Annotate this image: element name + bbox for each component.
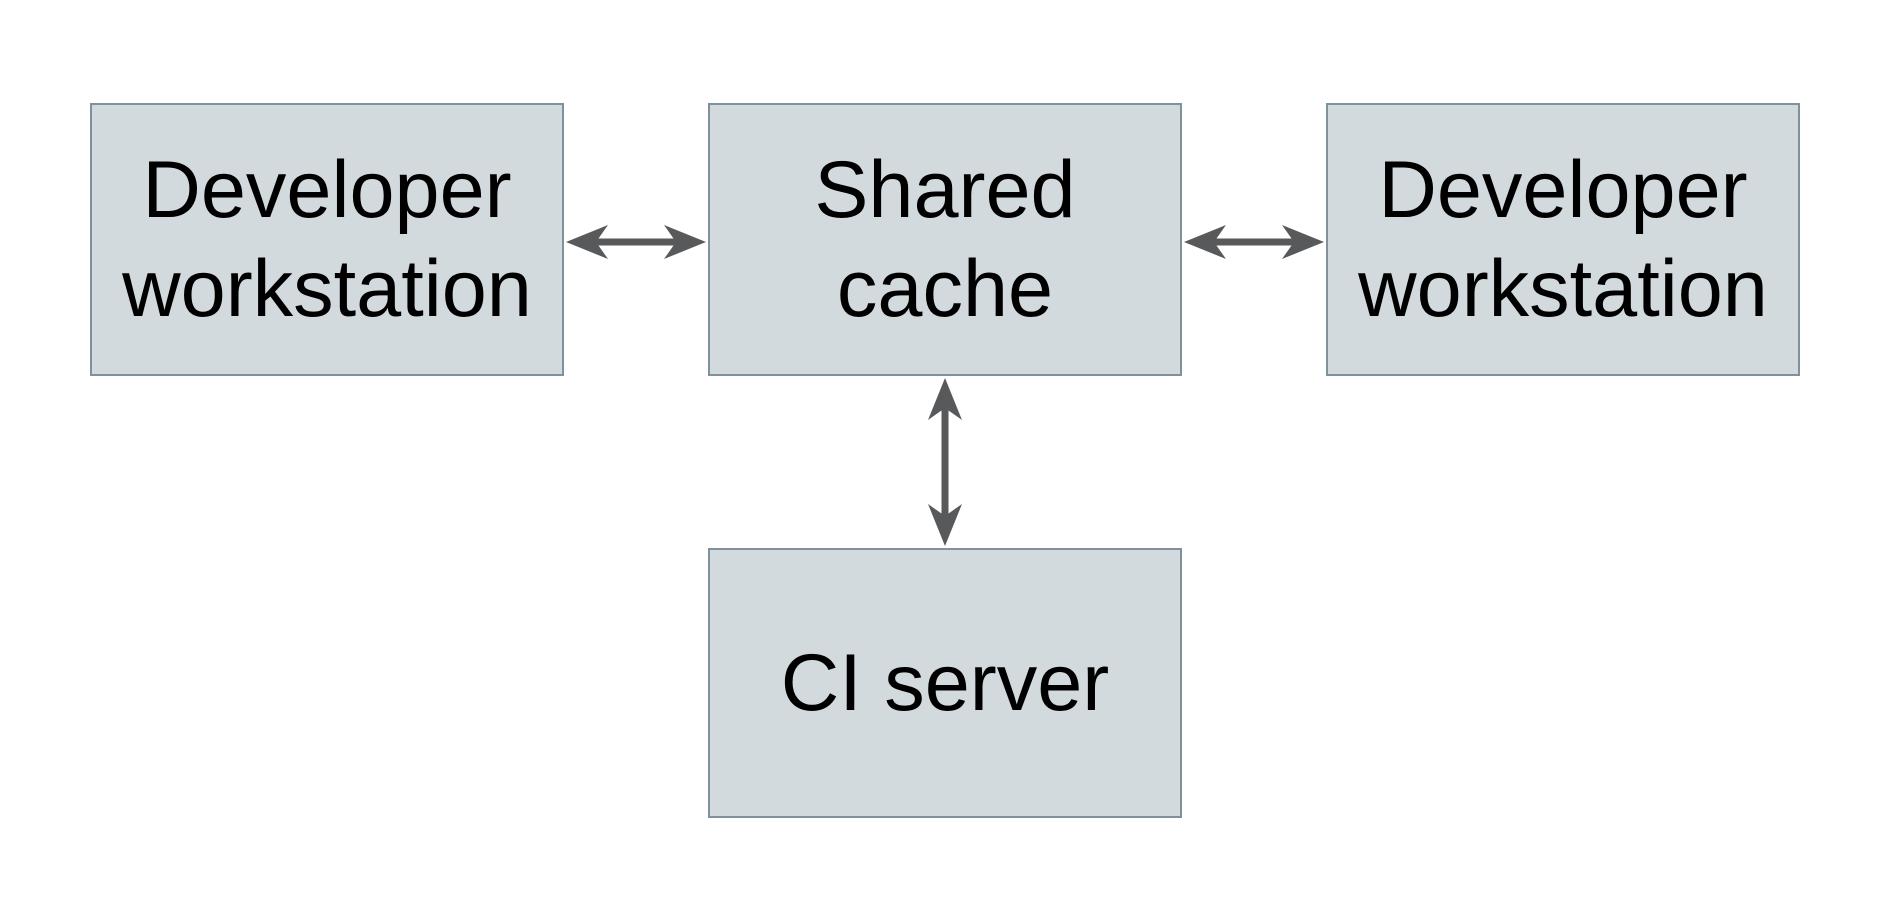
node-developer-workstation-left-label: Developer workstation xyxy=(122,144,532,334)
bidirectional-arrow-shared-cache-right-workstation xyxy=(1184,225,1324,259)
node-developer-workstation-right: Developer workstation xyxy=(1326,103,1800,376)
node-developer-workstation-left: Developer workstation xyxy=(90,103,564,376)
node-ci-server: CI server xyxy=(708,548,1182,818)
node-ci-server-label: CI server xyxy=(780,637,1110,728)
node-shared-cache-label: Shared cache xyxy=(814,144,1076,334)
bidirectional-arrow-shared-cache-ci-server xyxy=(928,378,962,546)
node-developer-workstation-right-label: Developer workstation xyxy=(1358,144,1768,334)
node-shared-cache: Shared cache xyxy=(708,103,1182,376)
bidirectional-arrow-left-workstation-shared-cache xyxy=(566,225,706,259)
